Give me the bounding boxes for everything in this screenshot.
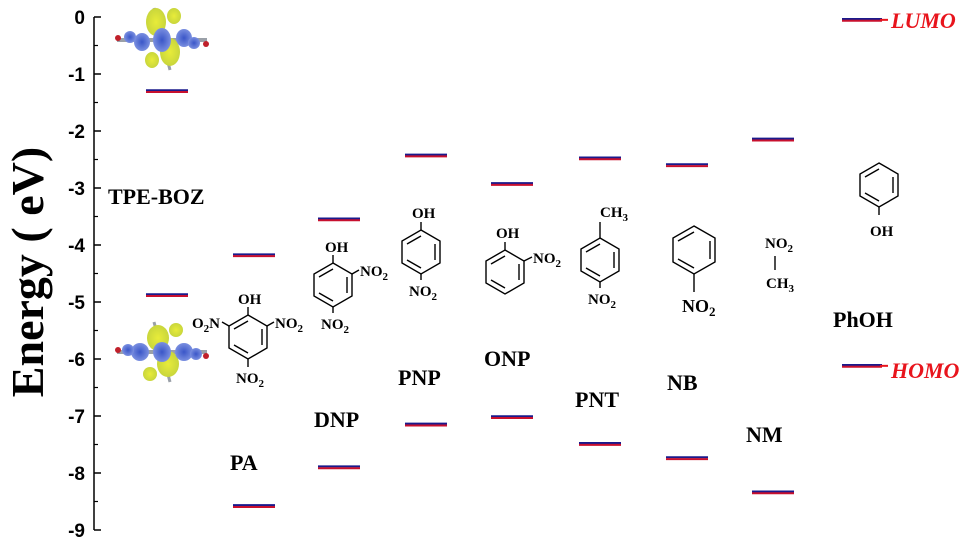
lumo-level-onp [491, 182, 533, 186]
lumo-level-dnp [318, 217, 360, 222]
svg-text:OH: OH [496, 226, 520, 242]
y-tick-label: -8 [68, 464, 85, 485]
label-pa: PA [230, 450, 258, 475]
y-tick-label: -3 [68, 179, 85, 200]
y-tick-label: -1 [68, 65, 85, 86]
structure-pnt: CH3 NO2 [580, 205, 629, 311]
svg-text:O2N: O2N [192, 316, 220, 335]
homo-level-dnp [318, 465, 360, 470]
structure-phoh: OH [859, 162, 899, 240]
homo-level-pa [233, 504, 275, 508]
y-axis-title: Energy ( eV) [2, 147, 53, 397]
svg-text:OH: OH [325, 240, 349, 256]
structure-onp: OH NO2 [485, 226, 562, 295]
homo-level-pnt [579, 442, 621, 446]
label-phoh: PhOH [833, 307, 893, 332]
svg-text:NO2: NO2 [533, 251, 562, 270]
legend-homo-label: HOMO [890, 358, 960, 383]
structure-pa: OH NO2 O2N NO2 [192, 292, 304, 390]
lumo-level-pnt [579, 156, 621, 161]
legend-homo-line [842, 363, 882, 368]
legend-lumo-label: LUMO [890, 8, 956, 33]
lumo-level-nb [666, 163, 708, 168]
lumo-level-pa [233, 253, 275, 258]
svg-text:NO2: NO2 [236, 371, 265, 390]
homo-level-pnp [405, 422, 447, 427]
svg-text:OH: OH [412, 206, 436, 222]
homo-level-onp [491, 415, 533, 420]
homo-level-nb [666, 456, 708, 461]
y-tick-label: -9 [68, 521, 85, 542]
legend-lumo-line [842, 17, 882, 22]
tpe-boz-lumo-orbital-image [115, 7, 209, 71]
label-pnt: PNT [575, 387, 619, 412]
svg-text:NO2: NO2 [765, 236, 794, 255]
label-nb: NB [667, 370, 698, 395]
svg-text:OH: OH [870, 224, 894, 240]
label-nm: NM [746, 422, 783, 447]
y-tick-label: -6 [68, 350, 85, 371]
lumo-level-tpe-boz [146, 89, 188, 93]
structure-nm: NO2 CH3 [765, 236, 795, 295]
homo-level-tpe-boz [146, 293, 188, 298]
lumo-level-nm [752, 137, 794, 142]
label-pnp: PNP [398, 365, 441, 390]
structure-pnp: OH NO2 [401, 206, 441, 303]
svg-text:OH: OH [238, 292, 262, 308]
svg-text:NO2: NO2 [682, 296, 716, 319]
y-axis-ticks: 0 -1 -2 -3 -4 -5 -6 -7 -8 -9 [68, 8, 101, 542]
label-dnp: DNP [314, 407, 359, 432]
svg-text:CH3: CH3 [766, 276, 795, 295]
label-tpe-boz: TPE-BOZ [108, 184, 205, 209]
lumo-level-pnp [405, 153, 447, 158]
energy-levels [146, 17, 888, 508]
svg-text:NO2: NO2 [275, 316, 304, 335]
svg-text:NO2: NO2 [409, 284, 438, 303]
y-tick-label: -5 [68, 293, 85, 314]
svg-text:CH3: CH3 [600, 205, 629, 224]
structure-nb: NO2 [672, 225, 716, 319]
svg-text:NO2: NO2 [588, 292, 617, 311]
y-tick-label: -4 [68, 236, 85, 257]
y-tick-label: -2 [68, 122, 85, 143]
y-tick-label: 0 [74, 8, 85, 29]
svg-text:NO2: NO2 [360, 264, 389, 283]
svg-text:NO2: NO2 [321, 317, 350, 336]
label-onp: ONP [484, 346, 530, 371]
y-tick-label: -7 [68, 407, 85, 428]
homo-level-nm [752, 490, 794, 495]
structure-dnp: OH NO2 NO2 [313, 240, 389, 336]
tpe-boz-homo-orbital-image [115, 321, 209, 383]
